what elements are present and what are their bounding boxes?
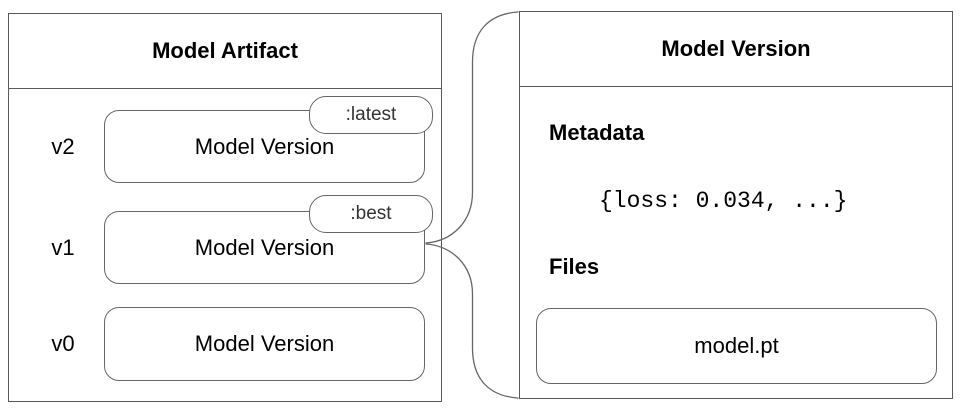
metadata-value: {loss: 0.034, ...} — [599, 188, 848, 214]
version-label-v2: v2 — [51, 133, 75, 159]
files-heading: Files — [549, 254, 600, 279]
version-label-v1: v1 — [51, 234, 75, 260]
version-label-v0: v0 — [51, 331, 75, 356]
model-artifact-panel: Model Artifact v2 Model Version :latest … — [8, 13, 442, 402]
tag-best: :best — [309, 195, 433, 233]
model-version-title: Model Version — [520, 12, 952, 87]
model-artifact-title: Model Artifact — [9, 14, 441, 89]
tag-latest: :latest — [309, 96, 433, 134]
model-version-panel: Model Version Metadata {loss: 0.034, ...… — [519, 11, 953, 399]
model-version-box-v0: Model Version — [104, 307, 425, 381]
model-version-box-v1: Model Version — [104, 211, 425, 284]
file-box-model-pt: model.pt — [536, 308, 937, 384]
metadata-heading: Metadata — [549, 120, 645, 145]
